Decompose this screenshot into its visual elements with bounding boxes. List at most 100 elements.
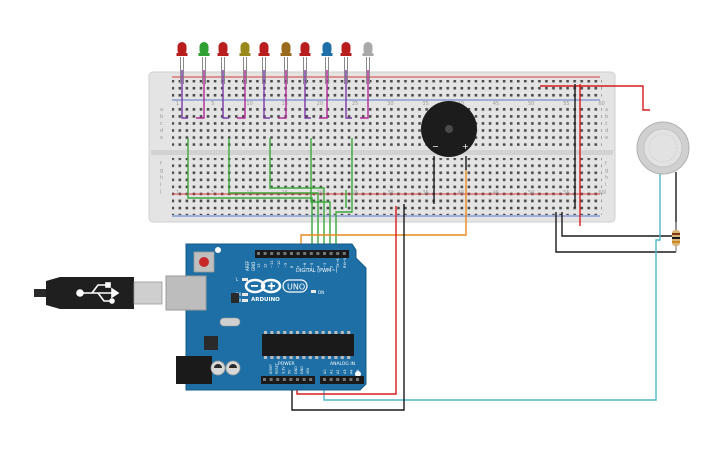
usb-cable-cord	[34, 289, 46, 297]
bb-row-letter: e	[160, 135, 163, 141]
chip-pin	[340, 356, 344, 359]
wire-green-5	[335, 138, 353, 256]
arduino-logo: ARDUINO	[244, 278, 282, 303]
bb-row-letter: g	[605, 168, 608, 174]
chip-pin	[334, 356, 338, 359]
led-dome	[218, 42, 228, 55]
power-pin-socket[interactable]	[282, 378, 286, 381]
bb-row-letter: f	[605, 161, 607, 167]
led-rim	[198, 53, 210, 56]
analog-pin-label: A4	[349, 370, 353, 374]
digital-pin-socket[interactable]	[336, 252, 340, 255]
bb-column-number: 50	[528, 101, 534, 107]
bb-column-number: 5	[211, 101, 214, 107]
terminal-holes-top	[172, 104, 602, 146]
chip-pin	[296, 331, 299, 334]
digital-pin-socket[interactable]	[303, 252, 307, 255]
analog-pin-socket[interactable]	[356, 378, 359, 381]
wire-magenta-4	[319, 70, 328, 119]
reset-button-cap[interactable]	[199, 257, 209, 267]
power-header	[261, 376, 315, 384]
regulator-chip	[204, 336, 218, 350]
chip-pin	[347, 331, 351, 334]
chip-pin	[276, 356, 280, 359]
mount-hole-2	[355, 371, 361, 377]
analog-pin-label: A1	[330, 370, 334, 374]
power-pin-socket[interactable]	[309, 378, 313, 381]
led-rim	[321, 53, 333, 56]
tx-led	[242, 293, 248, 296]
digital-pin-label: 4	[316, 265, 320, 268]
bb-row-letter: f	[160, 161, 162, 167]
led-red-4	[299, 42, 311, 84]
digital-pin-socket[interactable]	[309, 252, 313, 255]
analog-pin-socket[interactable]	[329, 378, 333, 381]
usb-cable	[34, 277, 163, 309]
digital-pin-socket[interactable]	[257, 252, 260, 255]
wire-black-gnd	[291, 204, 405, 411]
chip-pin	[308, 356, 312, 359]
wire-purple-4	[304, 70, 311, 119]
digital-pin-socket[interactable]	[296, 252, 300, 255]
wire-teal-signal	[323, 174, 661, 401]
power-pin-socket[interactable]	[296, 378, 299, 381]
led-rim	[340, 53, 352, 56]
wire-black-sensor	[561, 172, 677, 237]
bb-column-number: 50	[528, 190, 534, 196]
digital-pin-socket[interactable]	[270, 252, 274, 255]
analog-pin-label: A2	[336, 370, 340, 374]
bb-row-letter: g	[160, 168, 163, 174]
digital-pin-socket[interactable]	[329, 252, 333, 255]
led-blue-1	[321, 42, 333, 84]
resistor-band-2	[672, 237, 680, 239]
led-dome	[322, 42, 332, 55]
power-label: POWER	[278, 361, 295, 367]
wire-magenta-5	[360, 70, 369, 119]
chip-pins	[264, 331, 351, 359]
analog-pin-socket[interactable]	[349, 378, 353, 381]
digital-pin-socket[interactable]	[276, 252, 280, 255]
power-pin-socket[interactable]	[302, 378, 306, 381]
arduino-uno: DIGITAL (PWM~) AREF GND ARDUINO UNO ON L…	[165, 243, 367, 391]
analog-pin-socket[interactable]	[336, 378, 340, 381]
digital-pin-socket[interactable]	[290, 252, 293, 255]
chip-pin	[321, 331, 325, 334]
sensor-mesh-inner	[648, 133, 678, 163]
digital-pin-label: ~6	[303, 262, 307, 268]
bb-column-number: 20	[317, 101, 323, 107]
chip-pin	[308, 331, 312, 334]
small-chip-1	[231, 293, 239, 303]
led-rim	[217, 53, 229, 56]
led-rim	[239, 53, 251, 56]
power-pin-socket[interactable]	[269, 378, 273, 381]
bb-column-number: 35	[422, 101, 428, 107]
chip-pin	[328, 331, 331, 334]
uno-badge	[282, 279, 308, 293]
chip-pin	[315, 356, 319, 359]
power-pin-socket[interactable]	[263, 378, 266, 381]
digital-pin-socket[interactable]	[283, 252, 287, 255]
rail-holes-top	[172, 80, 602, 97]
digital-pin-socket[interactable]	[323, 252, 326, 255]
buzzer-plus-label: +	[462, 142, 469, 151]
power-pin-socket[interactable]	[276, 378, 280, 381]
digital-pin-label: 13	[257, 263, 261, 268]
uno-text: UNO	[287, 283, 305, 292]
digital-pin-socket[interactable]	[316, 252, 320, 255]
analog-pin-socket[interactable]	[323, 378, 326, 381]
power-pin-socket[interactable]	[289, 378, 293, 381]
digital-pin-socket[interactable]	[263, 252, 267, 255]
digital-pin-socket[interactable]	[342, 252, 346, 255]
wire-green-1	[187, 138, 313, 256]
arduino-usb-port	[165, 275, 207, 311]
digital-pin-label: 2	[330, 266, 334, 268]
sensor-mesh	[643, 128, 683, 168]
analog-pin-label: A3	[343, 370, 347, 374]
bb-column-number: 15	[282, 101, 288, 107]
digital-header	[255, 250, 349, 258]
bb-row-letter: i	[605, 182, 606, 188]
arduino-power-jack	[176, 356, 212, 384]
analog-pin-socket[interactable]	[342, 378, 346, 381]
chip-pin	[334, 331, 338, 334]
